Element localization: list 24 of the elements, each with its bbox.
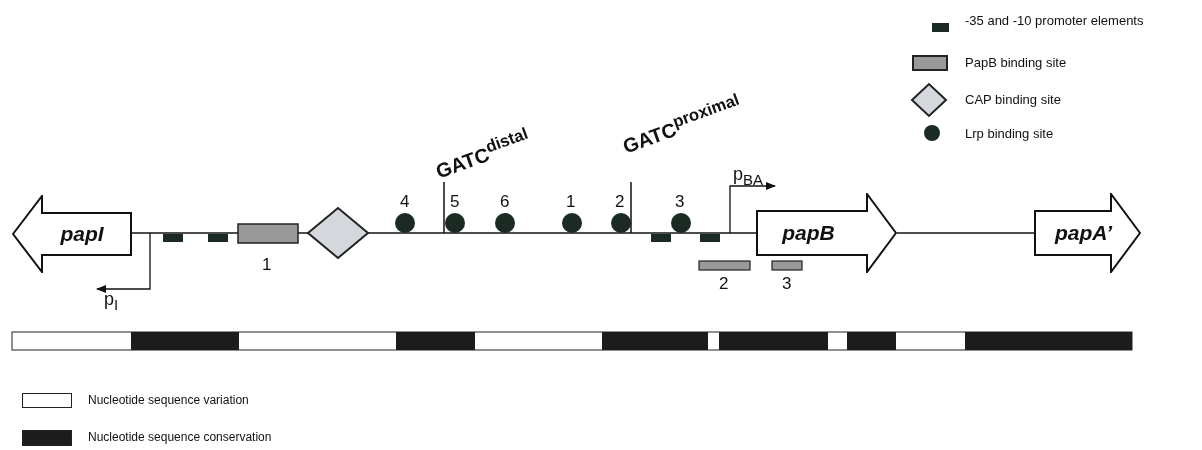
gene-name: papB	[782, 221, 835, 245]
legend-text: CAP binding site	[965, 93, 1061, 106]
legend-text: PapB binding site	[965, 56, 1067, 69]
site-label: 3	[782, 275, 792, 292]
site-label: 3	[675, 193, 685, 210]
site-label: 2	[615, 193, 625, 210]
legend-text: Nucleotide sequence conservation	[88, 431, 272, 443]
site-label: 5	[450, 193, 460, 210]
gene-name: papA’	[1054, 221, 1113, 245]
site-label: p$_{I}$	[104, 290, 119, 312]
dna-line	[896, 232, 1035, 234]
gene-arrow	[1034, 193, 1141, 273]
site-label: 2	[719, 275, 729, 292]
legend-text: Lrp binding site	[965, 127, 1054, 140]
gene-name: papI	[60, 222, 104, 246]
legend-text: Nucleotide sequence variation	[88, 394, 249, 406]
gene-arrow	[12, 195, 132, 273]
site-label: 1	[262, 256, 272, 273]
site-label: 6	[500, 193, 510, 210]
site-label: p$_{BA}$	[733, 165, 764, 187]
gene-arrow	[756, 193, 897, 273]
site-label: 1	[566, 193, 576, 210]
site-label: 4	[400, 193, 410, 210]
legend-text: -35 and -10 promoter elements	[965, 14, 1144, 27]
